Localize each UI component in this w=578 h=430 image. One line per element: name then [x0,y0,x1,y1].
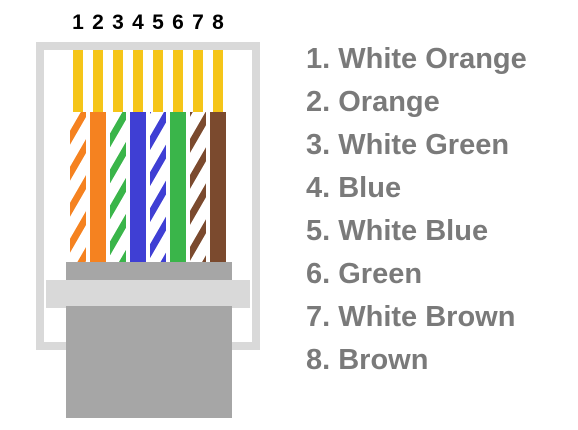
strain-relief-bar [46,280,250,308]
wire-2 [90,112,106,264]
wire-5 [150,112,166,264]
pin-number-4: 4 [132,11,144,34]
pin-number-5: 5 [152,11,164,34]
pin-number-3: 3 [112,11,124,34]
legend-item-1: 1. White Orange [306,43,527,75]
legend-item-4: 4. Blue [306,172,402,204]
wire-1 [70,112,86,264]
gold-contact-3 [113,50,123,112]
legend-item-6: 6. Green [306,258,423,290]
gold-contact-1 [73,50,83,112]
wires [70,112,226,264]
cable-jacket [66,306,232,418]
gold-contact-6 [173,50,183,112]
pin-number-2: 2 [92,11,104,34]
legend-item-2: 2. Orange [306,86,440,118]
legend-item-3: 3. White Green [306,129,510,161]
wire-crimp-band [66,262,232,282]
gold-contact-7 [193,50,203,112]
gold-contacts [73,50,223,112]
wire-4 [130,112,146,264]
pin-number-8: 8 [212,11,224,34]
pin-number-6: 6 [172,11,184,34]
wire-6 [170,112,186,264]
legend-item-8: 8. Brown [306,344,429,376]
gold-contact-8 [213,50,223,112]
wire-7 [190,112,206,264]
legend-item-7: 7. White Brown [306,301,516,333]
wire-8 [210,112,226,264]
gold-contact-4 [133,50,143,112]
wire-3 [110,112,126,264]
legend-item-5: 5. White Blue [306,215,489,247]
wire-color-legend: 1. White Orange 2. Orange 3. White Green 4.… [306,38,527,382]
gold-contact-5 [153,50,163,112]
pin-number-1: 1 [72,11,84,34]
gold-contact-2 [93,50,103,112]
pin-number-7: 7 [192,11,204,34]
